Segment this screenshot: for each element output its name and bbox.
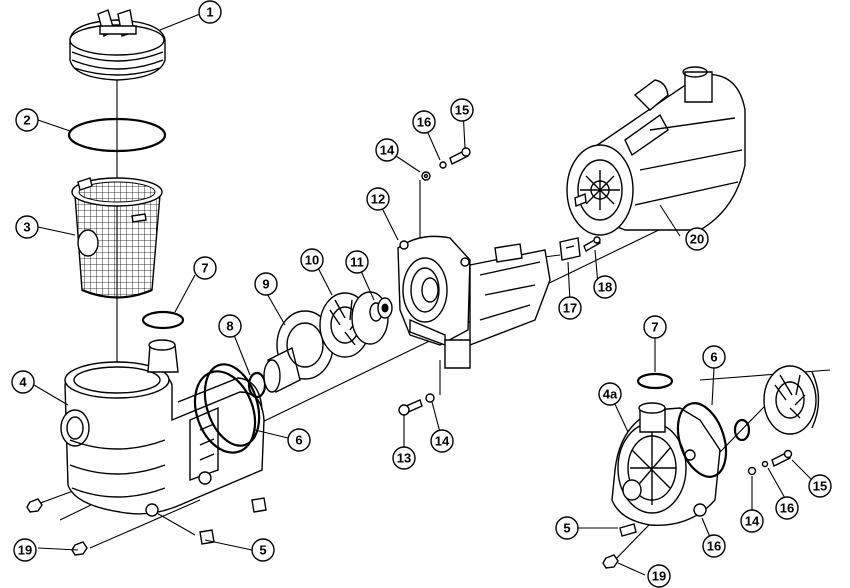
shaft-seal	[369, 297, 393, 322]
svg-text:13: 13	[397, 451, 411, 466]
svg-text:19: 19	[652, 569, 666, 584]
callout-15-right: 15	[808, 474, 832, 498]
callout-19-left: 19	[13, 538, 37, 562]
port-o-ring-left	[141, 310, 185, 330]
callout-7-right: 7	[643, 315, 667, 339]
svg-text:16: 16	[417, 115, 431, 130]
callout-18: 18	[593, 275, 617, 299]
svg-text:18: 18	[598, 280, 612, 295]
callout-8: 8	[218, 314, 242, 338]
callout-2: 2	[15, 108, 39, 132]
alt-housing-gasket	[676, 402, 728, 478]
svg-text:2: 2	[23, 113, 30, 128]
callout-5-right: 5	[555, 516, 579, 540]
svg-text:9: 9	[262, 277, 269, 292]
svg-text:3: 3	[23, 220, 30, 235]
svg-text:7: 7	[201, 261, 208, 276]
svg-text:8: 8	[226, 319, 233, 334]
diffuser	[263, 310, 334, 394]
svg-text:17: 17	[563, 301, 577, 316]
callout-4a: 4a	[598, 382, 622, 406]
svg-text:16: 16	[780, 501, 794, 516]
svg-text:15: 15	[455, 103, 469, 118]
callout-14-right: 14	[740, 509, 764, 533]
callout-3: 3	[15, 215, 39, 239]
svg-text:15: 15	[813, 479, 827, 494]
alt-diffuser-o-ring	[733, 418, 751, 442]
strainer-lid	[69, 9, 166, 81]
callout-4: 4	[11, 370, 35, 394]
callout-16-right: 16	[775, 496, 799, 520]
svg-text:5: 5	[563, 521, 570, 536]
svg-text:4: 4	[19, 375, 27, 390]
callout-17: 17	[558, 296, 582, 320]
seal-plate	[397, 235, 471, 347]
motor-screw	[583, 236, 601, 253]
callout-5-left: 5	[251, 538, 275, 562]
alt-port-o-ring	[636, 372, 674, 390]
svg-text:6: 6	[710, 350, 717, 365]
svg-text:14: 14	[380, 143, 395, 158]
alt-pump-housing	[611, 402, 721, 526]
callout-15-top: 15	[450, 98, 474, 122]
callout-11: 11	[345, 250, 369, 274]
callout-20: 20	[685, 227, 709, 251]
callout-10: 10	[300, 248, 324, 272]
svg-text:5: 5	[259, 543, 266, 558]
callouts: 1 2 3 4 4a 5 5 6 6 7 7 8 9 10 11 12 13 1…	[11, 0, 832, 588]
svg-text:4a: 4a	[603, 387, 618, 402]
callout-16-top: 16	[412, 110, 436, 134]
pump-housing	[60, 339, 265, 517]
svg-text:20: 20	[690, 232, 704, 247]
strainer-basket	[71, 177, 163, 299]
callout-6-left: 6	[287, 428, 311, 452]
callout-6-right: 6	[702, 345, 726, 369]
svg-text:6: 6	[295, 433, 302, 448]
callout-9: 9	[254, 272, 278, 296]
motor	[566, 66, 746, 236]
motor-bracket	[444, 243, 551, 369]
callout-19-right: 19	[647, 564, 671, 588]
svg-text:12: 12	[371, 192, 385, 207]
callout-1: 1	[198, 0, 222, 24]
svg-text:19: 19	[18, 543, 32, 558]
callout-13: 13	[392, 446, 416, 470]
impeller	[319, 291, 389, 358]
svg-text:1: 1	[206, 5, 213, 20]
hardware-parts	[26, 147, 793, 569]
svg-text:7: 7	[651, 320, 658, 335]
svg-text:14: 14	[435, 434, 450, 449]
shaft-clip	[559, 237, 581, 261]
callout-16-bottom: 16	[702, 534, 726, 558]
callout-12: 12	[366, 187, 390, 211]
svg-text:14: 14	[745, 514, 760, 529]
svg-text:11: 11	[350, 255, 364, 270]
lid-o-ring	[67, 117, 167, 153]
svg-text:10: 10	[305, 253, 319, 268]
alt-impeller	[763, 365, 820, 435]
callout-14-bottom: 14	[430, 429, 454, 453]
svg-text:16: 16	[707, 539, 721, 554]
callout-7-left: 7	[193, 256, 217, 280]
callout-14-top: 14	[375, 138, 399, 162]
